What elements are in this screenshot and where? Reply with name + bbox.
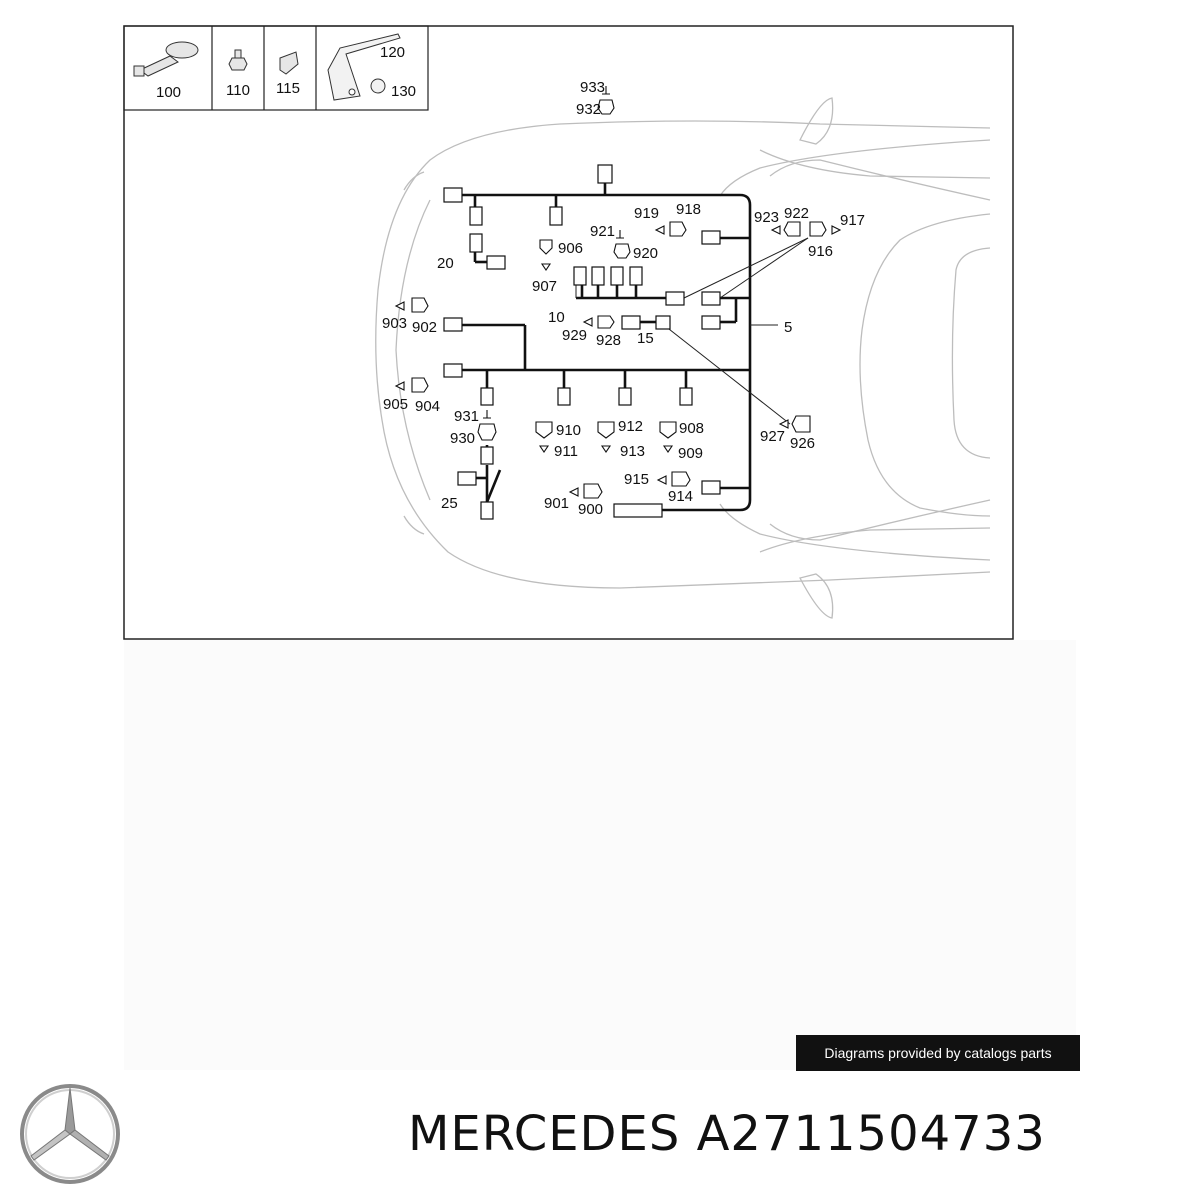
mercedes-star-logo-icon (20, 1084, 120, 1184)
part-label: 5 (784, 319, 792, 336)
screw-icon (228, 49, 248, 71)
part-label: 20 (437, 255, 454, 272)
part-label: 910 (556, 422, 581, 439)
part-label: 923 (754, 209, 779, 226)
part-label: 922 (784, 205, 809, 222)
part-label: 930 (450, 430, 475, 447)
part-label: 920 (633, 245, 658, 262)
part-label: 904 (415, 398, 440, 415)
plug-symbols (394, 86, 842, 499)
part-label: 921 (590, 223, 615, 240)
part-label: 931 (454, 408, 479, 425)
part-label: 903 (382, 315, 407, 332)
part-label: 926 (790, 435, 815, 452)
part-label: 906 (558, 240, 583, 257)
part-label: 10 (548, 309, 565, 326)
part-label: 907 (532, 278, 557, 295)
connectors (443, 164, 721, 520)
legend-label: 115 (276, 80, 300, 97)
legend-label: 100 (156, 84, 181, 101)
part-label: 25 (441, 495, 458, 512)
diagram-frame (123, 25, 1014, 640)
product-title: MERCEDES A2711504733 (408, 1106, 1046, 1162)
part-label: 928 (596, 332, 621, 349)
cable-tie-icon (133, 41, 199, 77)
part-label: 911 (554, 443, 578, 460)
part-label: 932 (576, 101, 601, 118)
part-label: 900 (578, 501, 603, 518)
wiring-diagram: 100 110 115 120 130 (123, 25, 1014, 640)
part-label: 916 (808, 243, 833, 260)
part-label: 905 (383, 396, 408, 413)
part-label: 927 (760, 428, 785, 445)
part-label: 902 (412, 319, 437, 336)
part-label: 15 (637, 330, 654, 347)
part-label: 915 (624, 471, 649, 488)
catalog-watermark: Diagrams provided by catalogs parts (796, 1035, 1080, 1071)
part-label: 918 (676, 201, 701, 218)
part-label: 913 (620, 443, 645, 460)
part-label: 908 (679, 420, 704, 437)
part-label: 917 (840, 212, 865, 229)
part-label: 912 (618, 418, 643, 435)
part-label: 933 (580, 79, 605, 96)
car-outline (375, 97, 991, 619)
blank-area (124, 640, 1076, 1070)
part-label: 919 (634, 205, 659, 222)
legend-label: 110 (226, 82, 250, 99)
bracket-icon (327, 33, 401, 101)
part-label: 901 (544, 495, 569, 512)
part-label: 929 (562, 327, 587, 344)
harness-wiring (462, 182, 752, 512)
legend-label: 130 (391, 83, 416, 100)
part-label: 909 (678, 445, 703, 462)
legend-label: 120 (380, 44, 405, 61)
part-label: 914 (668, 488, 693, 505)
clip-icon (279, 51, 299, 75)
